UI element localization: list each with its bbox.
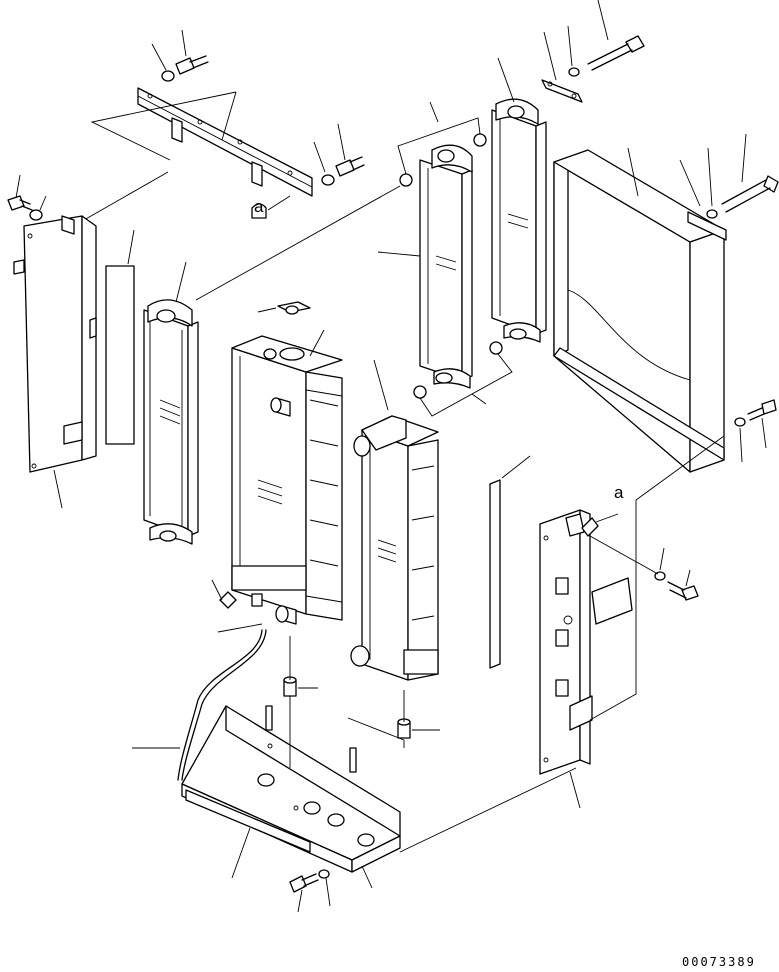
bolt-bracket-right [335,156,365,177]
left-side-plate [13,215,97,473]
small-bracket-top [541,79,583,103]
mount-cooler [397,718,440,739]
clip-b [581,513,619,537]
right-side-plate [539,509,633,775]
narrow-cooler-left [143,299,199,545]
long-bolt-shroud [721,175,779,213]
fan-shroud [553,149,727,473]
o-ring-4 [489,341,503,355]
bolt-left [7,195,33,211]
bolt-shroud-bottom [747,399,777,421]
washer-top-1 [161,70,175,82]
drain-valve [211,579,263,633]
long-bolt-top [587,35,645,71]
washer-bottom [318,869,330,879]
narrow-cooler-center [419,144,473,389]
mount-radiator [283,676,318,697]
washer-bracket-right [321,174,335,186]
top-bracket [137,87,313,197]
seal-strip-right [489,479,501,669]
drawing-code: 00073389 [682,955,756,969]
bottom-frame [181,705,401,873]
seal-strip-left [105,265,135,445]
callout-a-right: a [614,483,624,502]
o-ring-2 [473,133,487,147]
washer-shroud-bottom [734,417,746,427]
o-ring-1 [399,173,413,187]
drain-hose [177,629,263,781]
bolt-top-1 [175,55,209,75]
bolt-right-plate [667,581,699,601]
radiator-main [231,335,343,625]
bottom-seal-bar [185,789,311,853]
callout-a-left: a [254,197,264,216]
washer-top-right [568,67,580,77]
narrow-cooler-right [491,98,547,343]
radiator-cap [257,301,311,315]
charge-air-cooler [350,415,439,681]
o-ring-3 [413,385,427,399]
washer-left [29,209,43,221]
washer-shroud [706,209,718,219]
bolt-bottom [289,873,319,893]
clip-a [251,195,291,219]
